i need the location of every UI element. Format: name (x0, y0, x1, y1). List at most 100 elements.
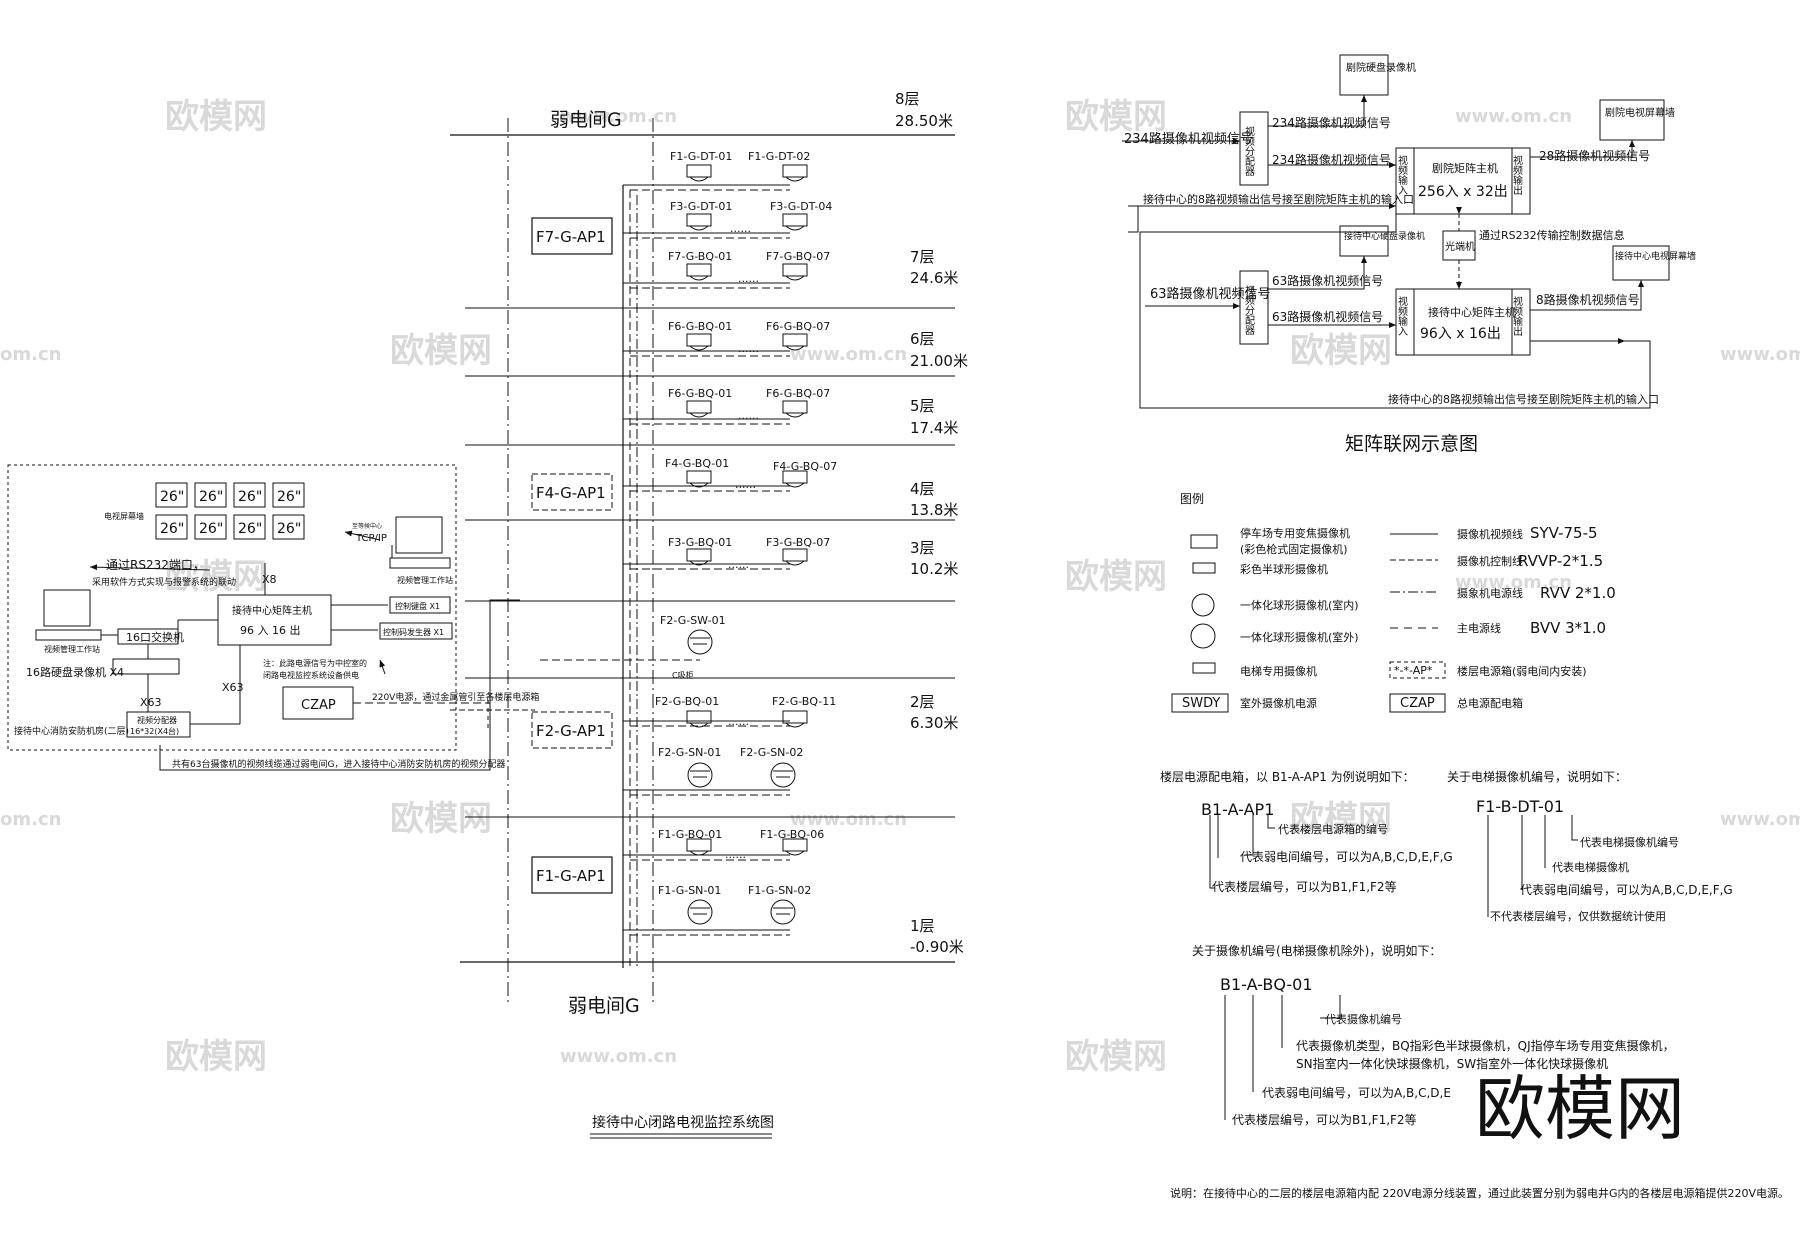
ap-explain: 代表弱电间编号，可以为A,B,C,D,E,F,G (1240, 849, 1453, 864)
theatre-host-name: 剧院矩阵主机 (1432, 161, 1498, 175)
splitter-label: 视频分配器 (1243, 284, 1255, 336)
legend-line-name: 摄象机电源线 (1457, 586, 1523, 600)
czap-label: CZAP (301, 698, 336, 713)
general-note: 说明：在接待中心的二层的楼层电源箱内配 220V电源分线装置，通过此装置分别为弱… (1170, 1186, 1789, 1200)
camera-id: F2-G-BQ-11 (772, 695, 836, 708)
ap-explain: 代表楼层电源箱的编号 (1278, 822, 1388, 836)
dt-explain: 代表弱电间编号，可以为A,B,C,D,E,F,G (1520, 882, 1733, 897)
watermark-text: 欧模网 (165, 557, 267, 597)
watermark-text: 欧模网 (1065, 557, 1167, 597)
distributor-label: 视频分配器 (137, 715, 177, 725)
video-input-label: 视频输入 (1396, 295, 1408, 336)
cam-explain: 代表摄像机类型，BQ指彩色半球摄像机，QJ指停车场专用变焦摄像机， (1296, 1038, 1675, 1053)
ellipsis: ...... (738, 342, 759, 355)
floor-name: 6层 (910, 330, 935, 348)
distributor-spec: 16*32(X4台) (130, 726, 179, 736)
floor-elev: 10.2米 (910, 560, 958, 578)
camera-id: F7-G-BQ-07 (766, 250, 830, 263)
watermark-url: www.om.cn (560, 106, 677, 127)
watermark-url: www.om.cn (560, 1046, 677, 1067)
cam-code: B1-A-BQ-01 (1220, 975, 1313, 994)
power-note-1: 注：此路电源信号为中控室的 (263, 658, 367, 668)
power-note-2: 闭路电视监控系统设备供电 (263, 670, 359, 680)
legend-swdy-desc: 室外摄像机电源 (1240, 696, 1317, 710)
dt-explain: 代表电梯摄像机 (1552, 860, 1629, 874)
switch-label: 16口交换机 (126, 630, 184, 644)
camera-id: F6-G-BQ-07 (766, 387, 830, 400)
watermark-url: www.om.cn (790, 809, 907, 830)
shaft-label-bottom: 弱电间G (568, 995, 640, 1017)
camera-id: F3-G-BQ-07 (766, 536, 830, 549)
dome-camera-icon (1192, 562, 1216, 574)
floor-elev: 28.50米 (895, 112, 953, 130)
legend-outdoor-dome: 一体化球形摄像机(室外) (1240, 630, 1359, 644)
legend-title: 图例 (1180, 492, 1204, 506)
input-234-label: 234路摄像机视频信号 (1124, 131, 1253, 147)
x63-label: X63 (222, 681, 244, 694)
legend-czap: CZAP (1400, 696, 1435, 711)
cam-explain: 代表弱电间编号，可以为A,B,C,D,E (1262, 1085, 1451, 1100)
watermark-text: 欧模网 (390, 331, 492, 371)
legend-line-name: 摄像机视频线 (1457, 527, 1523, 541)
output-28-label: 28路摄像机视频信号 (1539, 148, 1650, 163)
feedback-top-label: 接待中心的8路视频输出信号接至剧院矩阵主机的输入口 (1143, 192, 1414, 206)
panel-label: F7-G-AP1 (536, 228, 606, 246)
matrix-title: 矩阵联网示意图 (1345, 433, 1478, 455)
tv-wall-label: 电视屏幕墙 (104, 511, 144, 521)
monitor-size: 26" (199, 489, 223, 505)
floor-elev: 21.00米 (910, 352, 968, 370)
code-gen-label: 控制码发生器 X1 (383, 627, 444, 637)
watermark-text: 欧模网 (1065, 97, 1167, 137)
camera-id: F3-G-DT-04 (770, 200, 832, 213)
ellipsis: ...... (728, 558, 749, 571)
top-wall-label: 剧院电视屏幕墙 (1605, 106, 1675, 119)
floor-elev: 24.6米 (910, 269, 958, 287)
watermark-url: www.om.cn (1455, 106, 1572, 127)
control-room (7, 464, 490, 751)
matrix-host-name: 接待中心矩阵主机 (232, 604, 312, 617)
watermark-url: www.om.cn (790, 344, 907, 365)
floor-name: 2层 (910, 693, 935, 711)
theatre-host-io: 256入 x 32出 (1418, 184, 1508, 200)
keyboard-label: 控制键盘 X1 (395, 601, 440, 611)
legend-czap-desc: 总电源配电箱 (1457, 696, 1523, 710)
panel-label: F2-G-AP1 (536, 722, 606, 740)
watermark-url: www.om.cn (1720, 809, 1800, 830)
floor-elev: 13.8米 (910, 501, 958, 519)
camera-id: F1-G-DT-01 (670, 150, 732, 163)
ellipsis: ...... (725, 848, 746, 861)
legend: 图例 停车场专用变焦摄像机 (彩色枪式固定摄像机) 彩色半球形摄像机 一体化球形… (1171, 492, 1616, 713)
floor-elev: -0.90米 (910, 938, 964, 956)
camera-id: F1-G-BQ-06 (760, 828, 824, 841)
zoom-camera-icon (1190, 534, 1218, 549)
watermark-text: 欧模网 (165, 1037, 267, 1077)
camera-id: F1-G-DT-02 (748, 150, 810, 163)
camera-id: F6-G-BQ-07 (766, 320, 830, 333)
watermark-url: www.om.cn (1720, 344, 1800, 365)
diagram-title: 接待中心闭路电视监控系统图 (592, 1114, 774, 1131)
output-63-label: 63路摄像机视频信号 (1272, 309, 1383, 324)
camera-id: F1-G-SN-01 (658, 884, 721, 897)
feedback-bottom-label: 接待中心的8路视频输出信号接至剧院矩阵主机的输入口 (1388, 392, 1659, 406)
watermark-text: 欧模网 (1290, 799, 1392, 839)
rs232-note: 通过RS232端口， (106, 558, 205, 572)
watermark-text: 欧模网 (1065, 1037, 1167, 1077)
legend-zoom-camera: 停车场专用变焦摄像机 (1240, 526, 1350, 540)
video-input-label: 视频输入 (1396, 154, 1408, 195)
monitor-size: 26" (160, 521, 184, 537)
recorder-label: 16路硬盘录像机 X4 (26, 665, 124, 679)
legend-zoom-camera-sub: (彩色枪式固定摄像机) (1240, 542, 1348, 556)
riser-labels: 弱电间G 弱电间G 8层 28.50米 7层 24.6米 6层 21.00米 5… (536, 90, 968, 1139)
ap-explain: 代表楼层编号，可以为B1,F1,F2等 (1212, 879, 1397, 894)
tcpip-top: 至等候中心 (352, 522, 382, 530)
control-room-labels: 电视屏幕墙 26" 26" 26" 26" 26" 26" 26" 26" 通过… (14, 489, 539, 770)
input-63-label: 63路摄像机视频信号 (1150, 286, 1271, 302)
floor-elev: 6.30米 (910, 714, 958, 732)
camera-id: F7-G-BQ-01 (668, 250, 732, 263)
legend-line-spec: RVVP-2*1.5 (1518, 552, 1603, 570)
legend-indoor-dome: 一体化球形摄像机(室内) (1240, 598, 1359, 612)
legend-elevator-camera: 电梯专用摄像机 (1240, 664, 1317, 678)
cctv-riser-diagram (159, 118, 955, 1005)
camera-id: F3-G-DT-01 (670, 200, 732, 213)
ellipsis: ...... (738, 409, 759, 422)
